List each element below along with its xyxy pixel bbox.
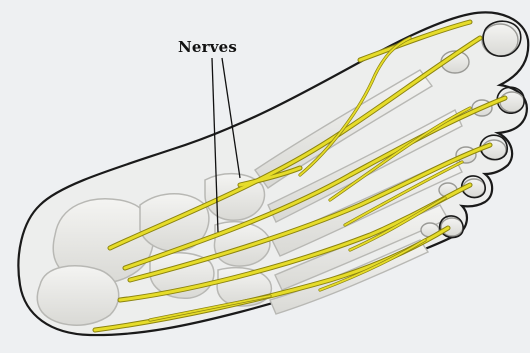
- nerves-callout-label: Nerves: [178, 38, 237, 56]
